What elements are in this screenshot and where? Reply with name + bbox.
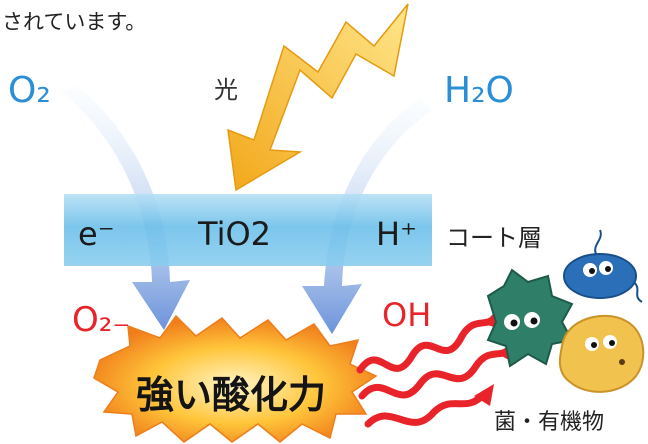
germ-green-icon	[486, 268, 574, 368]
germ-blue-body	[563, 253, 637, 299]
germ-blue-flagellum-side	[633, 281, 643, 303]
o2-inflow-arrow	[62, 86, 190, 330]
tio2-coat-band	[64, 194, 432, 266]
radical-arrow-upper	[356, 314, 498, 374]
radical-attack-arrows	[356, 314, 512, 428]
hydroxyl-label: OH	[382, 296, 432, 334]
radical-arrow-lower	[358, 346, 512, 400]
germ-orange-pupil-left	[591, 342, 597, 348]
germ-blue-pupil-left	[589, 268, 595, 274]
caption-text: されています。	[2, 10, 147, 34]
coat-layer-label: コート層	[446, 224, 542, 252]
light-label: 光	[214, 76, 238, 104]
electron-label: e⁻	[78, 215, 115, 253]
germ-green-pupil-right	[530, 317, 538, 325]
germ-green-pupil-left	[510, 319, 518, 327]
germ-orange-icon	[558, 314, 645, 393]
germ-blue-icon	[563, 229, 643, 303]
light-arrow	[227, 3, 409, 192]
oxidation-power-label: 強い酸化力	[136, 373, 327, 417]
h2o-inflow-arrow	[302, 98, 432, 334]
superoxide-label: O₂₋	[72, 300, 131, 340]
germ-blue-flagellum-top	[594, 229, 602, 255]
germ-orange-pupil-right	[609, 340, 615, 346]
germs-organics-label: 菌・有機物	[494, 410, 605, 435]
tio2-label: TiO2	[198, 215, 271, 253]
germ-orange-mouth	[619, 359, 625, 365]
arrowhead-bottom	[474, 384, 494, 406]
proton-label: H⁺	[376, 215, 417, 253]
h2o-label: H₂O	[444, 70, 514, 111]
o2-label: O₂	[8, 70, 51, 111]
germ-orange-body	[558, 314, 645, 393]
germ-blue-pupil-right	[605, 266, 611, 272]
oxidation-burst	[93, 314, 378, 443]
radical-arrow-bottom	[364, 390, 488, 428]
